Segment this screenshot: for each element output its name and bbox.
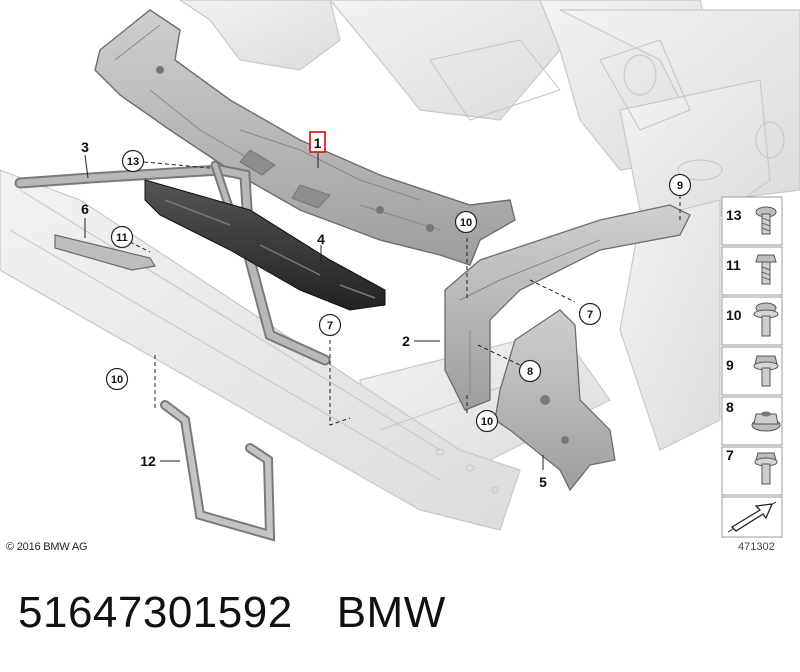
svg-text:8: 8 xyxy=(527,366,533,378)
hex-collar-bolt-icon xyxy=(753,355,779,387)
legend-item-9: 9 xyxy=(721,346,783,396)
legend-item-13: 13 xyxy=(721,196,783,246)
svg-text:7: 7 xyxy=(327,320,333,332)
copyright-notice: © 2016 BMW AG xyxy=(6,541,88,553)
callout-9: 9 xyxy=(668,173,692,197)
svg-text:10: 10 xyxy=(481,416,493,428)
part-number: 51647301592 xyxy=(18,588,293,637)
part-caption: 51647301592 BMW xyxy=(18,588,446,638)
svg-text:10: 10 xyxy=(726,307,742,323)
brand-name: BMW xyxy=(336,588,446,637)
torx-bolt-washer-icon xyxy=(753,302,779,337)
svg-text:11: 11 xyxy=(116,232,128,244)
callouts-circled: 13 11 7 10 10 10 9 7 xyxy=(105,149,692,433)
part-6-bracket xyxy=(54,234,156,271)
callout-2: 2 xyxy=(402,333,410,349)
svg-text:10: 10 xyxy=(460,217,472,229)
callout-1-highlighted: 1 xyxy=(309,131,326,153)
part-1-carrier xyxy=(94,9,516,266)
svg-text:11: 11 xyxy=(726,257,741,273)
callouts-plain: 3 6 4 2 12 5 xyxy=(81,139,547,490)
part-2-side-member xyxy=(444,204,691,411)
callout-11: 11 xyxy=(110,225,134,249)
callout-7-left: 7 xyxy=(318,313,342,337)
part-4-air-duct xyxy=(144,179,386,311)
hidden-fastener-arrow-icon xyxy=(721,496,783,538)
legend-item-11: 11 xyxy=(721,246,783,296)
callout-8: 8 xyxy=(518,359,542,383)
leader-lines xyxy=(84,152,544,470)
callout-12: 12 xyxy=(140,453,156,469)
svg-text:1: 1 xyxy=(314,135,322,151)
callout-10-left: 10 xyxy=(105,367,129,391)
callout-10-top: 10 xyxy=(454,210,478,234)
fastener-legend: 13 11 10 xyxy=(721,196,783,538)
body-structure-details xyxy=(9,39,785,494)
svg-text:7: 7 xyxy=(587,309,593,321)
callout-13: 13 xyxy=(121,149,145,173)
svg-text:13: 13 xyxy=(127,156,139,168)
hex-washer-bolt-icon xyxy=(754,452,778,485)
legend-item-7: 7 xyxy=(721,446,783,496)
hex-bolt-icon xyxy=(755,254,777,285)
callout-10-bottom: 10 xyxy=(475,409,499,433)
callout-6: 6 xyxy=(81,201,89,217)
svg-text:13: 13 xyxy=(726,207,742,223)
parts-diagram: 13 11 7 10 10 10 9 7 xyxy=(0,0,800,542)
svg-text:9: 9 xyxy=(726,357,734,373)
part-12-tow-bracket xyxy=(160,400,276,542)
legend-item-8: 8 xyxy=(721,396,783,446)
callout-3: 3 xyxy=(81,139,89,155)
svg-text:9: 9 xyxy=(677,180,683,192)
flange-nut-icon xyxy=(751,411,781,432)
legend-item-10: 10 xyxy=(721,296,783,346)
assembly-lines xyxy=(129,161,681,426)
svg-text:7: 7 xyxy=(726,447,734,463)
svg-text:8: 8 xyxy=(726,399,734,415)
callout-4: 4 xyxy=(317,231,325,247)
diagram-code: 471302 xyxy=(738,541,775,553)
callout-7-right: 7 xyxy=(578,302,602,326)
svg-text:10: 10 xyxy=(111,374,123,386)
callout-5: 5 xyxy=(539,474,547,490)
torx-flange-bolt-icon xyxy=(755,206,777,235)
